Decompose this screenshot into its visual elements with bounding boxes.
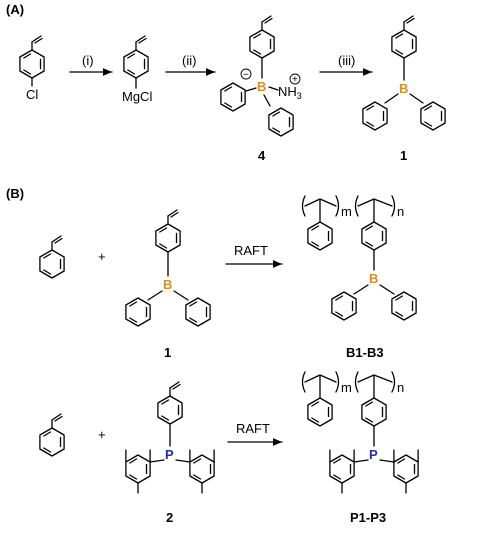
- plus-sign-b: +: [98, 249, 106, 264]
- m-subscript-c: m: [341, 380, 352, 395]
- chlorostyrene-molecule: Cl: [19, 35, 45, 102]
- plus-sign-c: +: [98, 427, 106, 442]
- section-a-label: (A): [6, 2, 24, 17]
- boron-atom-1a: B: [399, 81, 408, 96]
- phosphorus-atom-polymer: P: [369, 447, 378, 462]
- raft-label-b: RAFT: [234, 243, 268, 258]
- grignard-molecule: MgCl: [122, 35, 152, 104]
- compound-1-label-a: 1: [400, 148, 407, 163]
- styrene-molecule-c: [39, 413, 65, 457]
- step-iii-label: (iii): [338, 53, 355, 68]
- product-b-label: B1-B3: [346, 345, 384, 360]
- borane-copolymer: m n B B1-B3: [301, 195, 417, 360]
- compound-4-label: 4: [258, 148, 266, 163]
- negative-charge: −: [243, 70, 249, 81]
- boron-atom-polymer: B: [369, 271, 378, 286]
- step-i-label: (i): [82, 53, 94, 68]
- n-subscript-b: n: [397, 204, 404, 219]
- boron-atom-1b: B: [163, 277, 172, 292]
- m-subscript-b: m: [341, 204, 352, 219]
- compound-2-molecule: P 2: [126, 381, 214, 525]
- product-c-label: P1-P3: [350, 510, 386, 525]
- n-subscript-c: n: [397, 380, 404, 395]
- compound-1-molecule-b: B 1: [125, 209, 211, 360]
- compound-2-label: 2: [166, 510, 173, 525]
- mgcl-label: MgCl: [122, 89, 152, 104]
- nh3-label: NH3: [278, 84, 302, 101]
- compound-1-label-b: 1: [164, 345, 171, 360]
- chlorine-label: Cl: [26, 87, 38, 102]
- boron-atom-4: B: [257, 79, 266, 94]
- positive-charge: +: [292, 75, 298, 86]
- compound-1-molecule-a: B 1: [362, 15, 446, 163]
- styrene-molecule-b: [39, 235, 65, 279]
- compound-4-molecule: B NH3 − + 4: [220, 15, 302, 163]
- step-ii-label: (ii): [182, 53, 196, 68]
- section-b-label: (B): [6, 186, 24, 201]
- phosphorus-atom-2: P: [165, 447, 174, 462]
- raft-label-c: RAFT: [236, 421, 270, 436]
- phosphine-copolymer: m n P P1-P3: [301, 371, 419, 525]
